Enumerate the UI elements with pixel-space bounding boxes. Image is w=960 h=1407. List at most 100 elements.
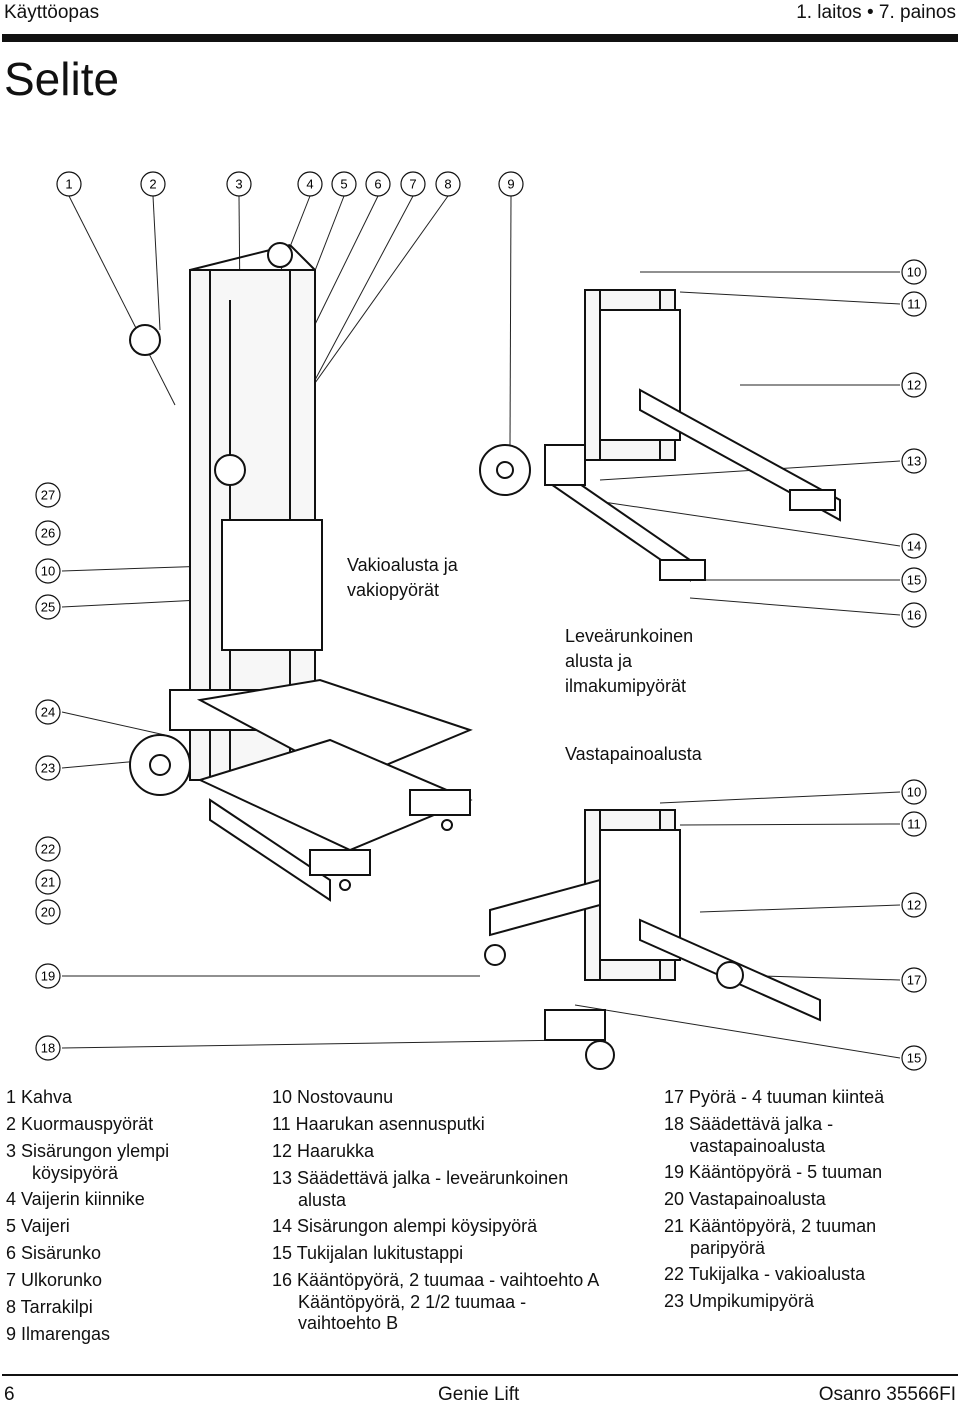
callout-number: 6 (374, 177, 381, 192)
callout-right-2: 11 (901, 291, 927, 317)
callout-top-9: 9 (498, 171, 524, 197)
callout-number: 17 (907, 973, 921, 988)
header-rule (2, 34, 958, 42)
callout-right-4: 13 (901, 448, 927, 474)
callout-number: 4 (306, 177, 313, 192)
legend-item: 1 Kahva (6, 1087, 73, 1107)
callout-top-1: 1 (56, 171, 82, 197)
callout-number: 10 (41, 564, 55, 579)
callout-left-9: 20 (35, 899, 61, 925)
callout-top-8: 8 (435, 171, 461, 197)
legend-item-continued: vastapainoalusta (690, 1136, 826, 1156)
callout-number: 21 (41, 875, 55, 890)
callout-right-1: 10 (901, 259, 927, 285)
page-title: Selite (4, 53, 120, 105)
callout-number: 7 (409, 177, 416, 192)
callout-right-3: 12 (901, 372, 927, 398)
callout-number: 24 (41, 705, 55, 720)
callout-top-2: 2 (140, 171, 166, 197)
callout-right-5: 14 (901, 533, 927, 559)
callout-left-3: 10 (35, 558, 61, 584)
lift-wide-base-drawing (479, 289, 841, 582)
leader-lines (61, 195, 901, 1059)
legend-column-1: 1 Kahva 2 Kuormauspyörät 3 Sisärungon yl… (6, 1084, 169, 1348)
legend-column-2: 10 Nostovaunu 11 Haarukan asennusputki 1… (272, 1084, 599, 1336)
header-edition: 1. laitos • 7. painos (796, 2, 956, 23)
callout-number: 22 (41, 842, 55, 857)
callout-left-5: 24 (35, 699, 61, 725)
lift-standard-base-drawing (129, 242, 473, 902)
callout-number: 13 (907, 454, 921, 469)
callout-number: 26 (41, 526, 55, 541)
callout-number: 18 (41, 1041, 55, 1056)
legend-item: 16 Kääntöpyörä, 2 tuumaa - vaihtoehto A (272, 1270, 600, 1290)
callout-number: 14 (907, 539, 921, 554)
callout-number: 25 (41, 600, 55, 615)
footer-product: Genie Lift (438, 1384, 520, 1405)
legend-item: 17 Pyörä - 4 tuuman kiinteä (664, 1087, 885, 1107)
legend-item: 3 Sisärungon ylempi (6, 1141, 170, 1161)
legend-item-continued: vaihtoehto B (298, 1313, 399, 1333)
label-wide-base-1: Leveärunkoinen (565, 626, 693, 646)
callout-number: 8 (444, 177, 451, 192)
callout-right-6: 15 (901, 567, 927, 593)
callout-right-10: 12 (901, 892, 927, 918)
callout-number: 10 (907, 265, 921, 280)
callout-left-6: 23 (35, 755, 61, 781)
callout-number: 5 (340, 177, 347, 192)
callout-number: 2 (149, 177, 156, 192)
legend-item: 23 Umpikumipyörä (664, 1291, 815, 1311)
callout-top-4: 4 (297, 171, 323, 197)
legend-item-continued: paripyörä (690, 1238, 766, 1258)
callout-left-4: 25 (35, 594, 61, 620)
legend-item: 20 Vastapainoalusta (664, 1189, 826, 1209)
callout-number: 20 (41, 905, 55, 920)
callout-left-10: 19 (35, 963, 61, 989)
callout-number: 11 (907, 297, 921, 312)
legend-item: 9 Ilmarengas (6, 1324, 111, 1344)
callout-left-2: 26 (35, 520, 61, 546)
callout-right-9: 11 (901, 811, 927, 837)
legend-item: 4 Vaijerin kiinnike (6, 1189, 145, 1209)
callout-right-11: 17 (901, 967, 927, 993)
legend-item: 12 Haarukka (272, 1141, 375, 1161)
callout-left-7: 22 (35, 836, 61, 862)
callout-right-8: 10 (901, 779, 927, 805)
legend-item-continued: köysipyörä (32, 1163, 119, 1183)
callout-number: 15 (907, 1051, 921, 1066)
legend-item: 5 Vaijeri (6, 1216, 70, 1236)
legend-item: 8 Tarrakilpi (6, 1297, 93, 1317)
label-wide-base-3: ilmakumipyörät (565, 676, 686, 696)
callout-number: 12 (907, 898, 921, 913)
legend-item: 10 Nostovaunu (272, 1087, 394, 1107)
label-counterweight-base: Vastapainoalusta (565, 744, 703, 764)
legend-item: 14 Sisärungon alempi köysipyörä (272, 1216, 538, 1236)
legend-item: 13 Säädettävä jalka - leveärunkoinen (272, 1168, 569, 1188)
header-manual-title: Käyttöopas (4, 2, 100, 23)
legend-column-3: 17 Pyörä - 4 tuuman kiinteä 18 Säädettäv… (664, 1084, 884, 1315)
legend-item: 6 Sisärunko (6, 1243, 102, 1263)
legend-item: 11 Haarukan asennusputki (272, 1114, 485, 1134)
callout-top-3: 3 (226, 171, 252, 197)
legend-item: 18 Säädettävä jalka - (664, 1114, 834, 1134)
callout-number: 9 (507, 177, 514, 192)
legend-item: 21 Kääntöpyörä, 2 tuuman (664, 1216, 877, 1236)
callout-number: 3 (235, 177, 242, 192)
callout-number: 23 (41, 761, 55, 776)
callout-left-8: 21 (35, 869, 61, 895)
callout-top-6: 6 (365, 171, 391, 197)
callout-right-7: 16 (901, 602, 927, 628)
footer-part-number: Osanro 35566FI (818, 1384, 956, 1405)
callout-number: 1 (65, 177, 72, 192)
footer-rule (2, 1374, 958, 1376)
legend-item: 7 Ulkorunko (6, 1270, 103, 1290)
callout-number: 12 (907, 378, 921, 393)
lift-counterweight-base-drawing (484, 809, 821, 1070)
callout-number: 10 (907, 785, 921, 800)
callout-left-1: 27 (35, 482, 61, 508)
legend-item: 15 Tukijalan lukitustappi (272, 1243, 464, 1263)
legend-item: 19 Kääntöpyörä - 5 tuuman (664, 1162, 883, 1182)
footer-page-number: 6 (4, 1384, 15, 1405)
callout-number: 15 (907, 573, 921, 588)
